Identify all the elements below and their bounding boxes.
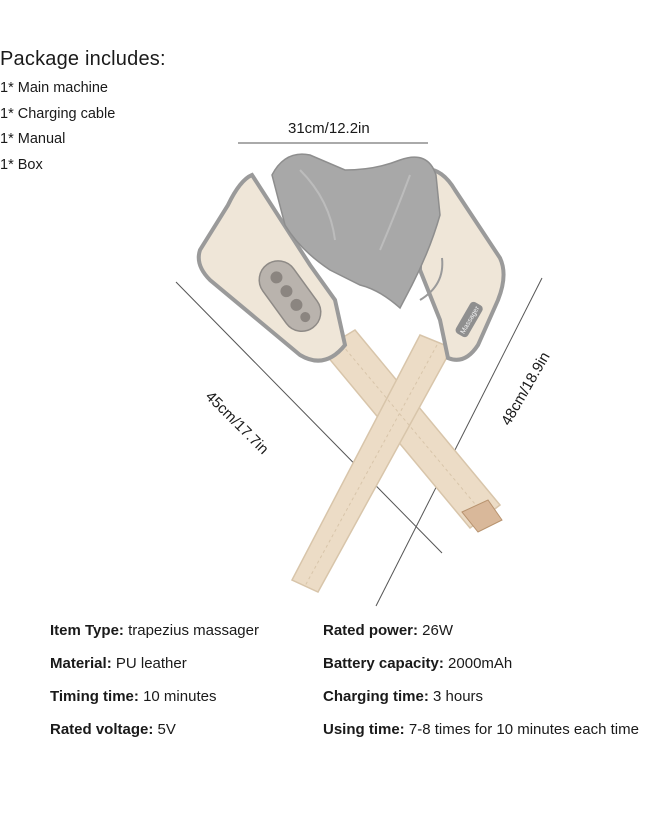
right-wing xyxy=(418,167,506,362)
height-dimension-line xyxy=(375,277,543,607)
left-strap xyxy=(290,334,454,593)
package-item: 1* Box xyxy=(0,156,43,173)
mode-button-icon[interactable] xyxy=(278,283,295,300)
package-list: 1* Main machine 1* Charging cable 1* Man… xyxy=(0,76,115,178)
width-dimension: 31cm/12.2in xyxy=(288,120,370,137)
spec-material: Material: PU leather xyxy=(50,655,187,672)
spec-rated-power: Rated power: 26W xyxy=(323,622,454,639)
speed-button-icon[interactable] xyxy=(298,310,312,324)
spec-rated-voltage: Rated voltage: 5V xyxy=(50,721,176,738)
spec-timing-time: Timing time: 10 minutes xyxy=(50,688,217,705)
package-item: 1* Main machine xyxy=(0,80,108,96)
strap-clip xyxy=(461,499,503,533)
specs-right: Rated power: 26W Battery capacity: 2000m… xyxy=(323,620,639,752)
spec-item-type: Item Type: trapezius massager xyxy=(50,622,259,639)
neck-pillow xyxy=(271,153,441,310)
power-cable xyxy=(419,257,444,301)
package-item: 1* Charging cable xyxy=(0,105,116,122)
package-title: Package includes: xyxy=(0,48,166,70)
spec-battery-capacity: Battery capacity: 2000mAh xyxy=(323,655,513,672)
control-panel xyxy=(258,260,322,332)
specs-left: Item Type: trapezius massager Material: … xyxy=(50,620,259,752)
power-button-icon[interactable] xyxy=(268,269,285,286)
spec-charging-time: Charging time: 3 hours xyxy=(323,688,484,705)
spec-using-time: Using time: 7-8 times for 10 minutes eac… xyxy=(323,721,639,738)
diagonal-dimension-line xyxy=(175,281,443,554)
package-item: 1* Manual xyxy=(0,131,66,147)
heat-button-icon[interactable] xyxy=(288,297,305,314)
